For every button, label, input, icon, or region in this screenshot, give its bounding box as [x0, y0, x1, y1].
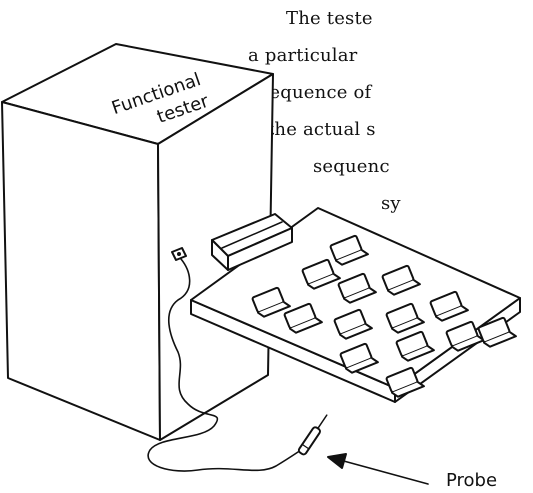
- paragraph-line-6: sy: [381, 193, 401, 214]
- paragraph-line-2: a particular: [248, 45, 358, 66]
- probe-jack: [171, 247, 187, 261]
- chip-5: [251, 286, 291, 318]
- probe-handle: [297, 426, 321, 456]
- probe-label: Probe: [446, 470, 497, 491]
- paragraph-line-3: sequence of: [260, 82, 372, 103]
- paragraph-line-5: sequenc: [313, 156, 390, 177]
- chip-3: [337, 272, 377, 304]
- connector-slot: [221, 221, 283, 249]
- chip-4: [381, 264, 421, 296]
- probe-cable: [147, 258, 299, 472]
- probe-grip: [301, 443, 310, 450]
- tester-front-face: [1, 101, 161, 441]
- chips: [251, 234, 517, 398]
- chip-14: [385, 366, 425, 398]
- chip-11: [395, 330, 435, 362]
- chip-13: [477, 316, 517, 348]
- paragraph-line-1: The teste: [286, 8, 373, 29]
- chip-7: [333, 308, 373, 340]
- probe-tip: [317, 414, 328, 430]
- chip-2: [301, 258, 341, 290]
- arrow-line: [339, 459, 429, 485]
- chip-10: [339, 342, 379, 374]
- probe-arrow: [327, 453, 429, 485]
- connector-side: [227, 227, 293, 271]
- jack-hole: [177, 252, 181, 256]
- paragraph-line-4: the actual s: [267, 119, 376, 140]
- chip-8: [385, 302, 425, 334]
- tester-box: [1, 43, 274, 441]
- arrow-head: [327, 453, 347, 469]
- chip-1: [329, 234, 369, 266]
- chip-12: [445, 320, 485, 352]
- chip-6: [283, 302, 323, 334]
- chip-9: [429, 290, 469, 322]
- probe: [297, 414, 328, 456]
- edge-connector: [211, 213, 293, 271]
